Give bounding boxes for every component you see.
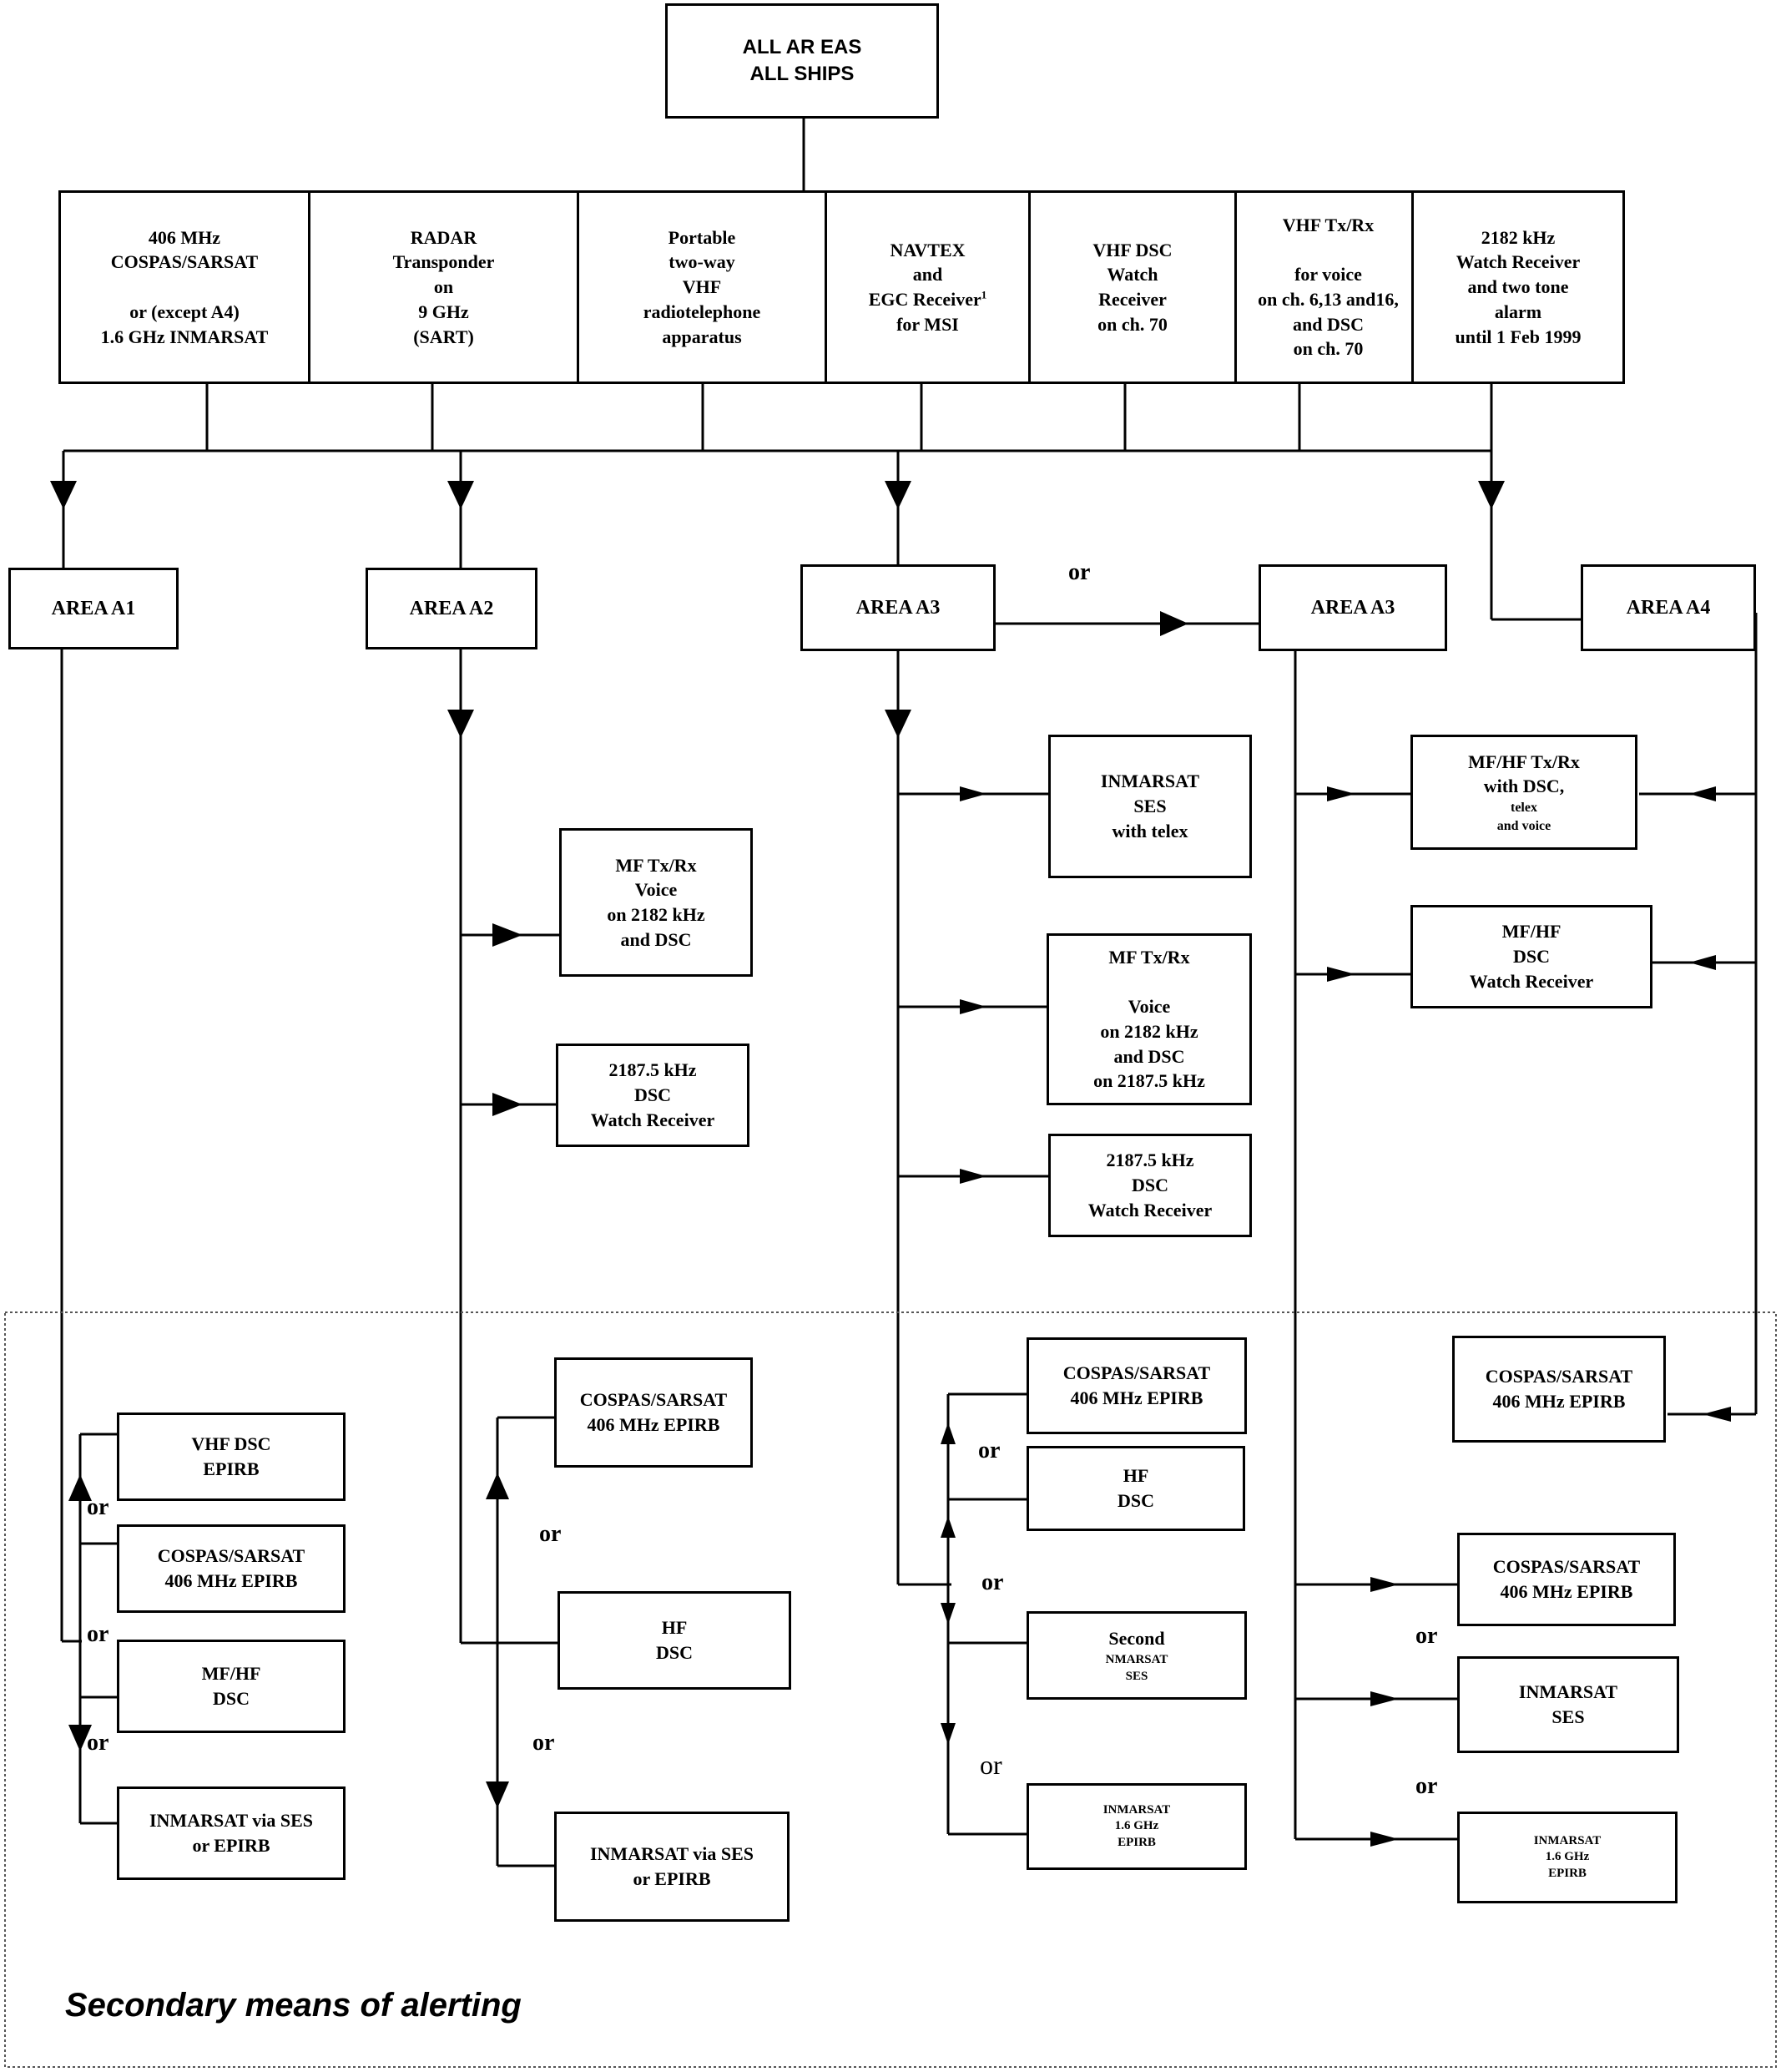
a3-inmarsat-ses-box: INMARSAT SES with telex bbox=[1048, 735, 1252, 878]
a3-sec-hf-dsc: HF DSC bbox=[1027, 1446, 1245, 1531]
a2-or-2: or bbox=[532, 1730, 555, 1756]
a3b-mfhf-txrx-box: MF/HF Tx/Rx with DSC,telex and voice bbox=[1410, 735, 1637, 850]
all-areas-all-ships-box: ALL AR EAS ALL SHIPS bbox=[665, 3, 939, 119]
equipment-406mhz: 406 MHz COSPAS/SARSAT or (except A4) 1.6… bbox=[58, 190, 310, 384]
a3b-sec-cospas-epirb: COSPAS/SARSAT 406 MHz EPIRB bbox=[1457, 1533, 1676, 1626]
footnote-marker: 1 bbox=[981, 288, 987, 301]
a2-2187-watch-box: 2187.5 kHz DSC Watch Receiver bbox=[556, 1044, 749, 1147]
a2-sec-hf-dsc: HF DSC bbox=[558, 1591, 791, 1690]
equipment-navtex-egc: NAVTEX and EGC Receiver1 for MSI bbox=[825, 190, 1031, 384]
a1-or-2: or bbox=[87, 1621, 109, 1647]
top-line-2: ALL SHIPS bbox=[749, 63, 855, 85]
a2-sec-cospas-epirb: COSPAS/SARSAT 406 MHz EPIRB bbox=[554, 1357, 753, 1468]
equipment-2182khz-watch: 2182 kHz Watch Receiver and two tone ala… bbox=[1411, 190, 1625, 384]
a1-sec-vhf-dsc-epirb: VHF DSC EPIRB bbox=[117, 1412, 346, 1501]
a3-or-2: or bbox=[981, 1569, 1004, 1595]
equipment-portable-vhf: Portable two-way VHF radiotelephone appa… bbox=[577, 190, 827, 384]
a1-sec-inmarsat: INMARSAT via SES or EPIRB bbox=[117, 1786, 346, 1880]
a3b-mfhf-dsc-watch-box: MF/HF DSC Watch Receiver bbox=[1410, 905, 1652, 1008]
area-a4-box: AREA A4 bbox=[1581, 564, 1756, 651]
a3b-sec-inmarsat-ses: INMARSAT SES bbox=[1457, 1656, 1679, 1753]
equipment-vhf-dsc-watch: VHF DSC Watch Receiver on ch. 70 bbox=[1028, 190, 1237, 384]
area-a1-box: AREA A1 bbox=[8, 568, 179, 649]
a3-or-1: or bbox=[978, 1438, 1001, 1463]
a1-or-3: or bbox=[87, 1730, 109, 1756]
top-line-1: ALL AR EAS bbox=[742, 35, 862, 58]
a3b-or-1: or bbox=[1415, 1623, 1438, 1649]
a2-mf-txrx-box: MF Tx/Rx Voice on 2182 kHz and DSC bbox=[559, 828, 753, 977]
equipment-row: 406 MHz COSPAS/SARSAT or (except A4) 1.6… bbox=[58, 190, 1781, 384]
or-between-a3: or bbox=[1068, 559, 1091, 585]
area-a3-alt-box: AREA A3 bbox=[1259, 564, 1447, 651]
a3-sec-inmarsat-epirb: INMARSAT 1.6 GHz EPIRB bbox=[1027, 1783, 1247, 1870]
a3-2187-watch-box: 2187.5 kHz DSC Watch Receiver bbox=[1048, 1134, 1252, 1237]
a3-or-3: or bbox=[980, 1750, 1002, 1780]
a3b-sec-inmarsat-epirb: INMARSAT 1.6 GHz EPIRB bbox=[1457, 1812, 1678, 1903]
a3-mf-txrx-box: MF Tx/Rx Voice on 2182 kHz and DSC on 21… bbox=[1047, 933, 1252, 1105]
equipment-radar-sart: RADAR Transponder on 9 GHz (SART) bbox=[308, 190, 579, 384]
a2-or-1: or bbox=[539, 1521, 562, 1547]
a2-sec-inmarsat: INMARSAT via SES or EPIRB bbox=[554, 1812, 790, 1922]
area-a2-box: AREA A2 bbox=[366, 568, 537, 649]
a1-sec-cospas-epirb: COSPAS/SARSAT 406 MHz EPIRB bbox=[117, 1524, 346, 1613]
area-a3-box: AREA A3 bbox=[800, 564, 996, 651]
secondary-means-label: Secondary means of alerting bbox=[65, 1987, 522, 2024]
a3b-or-2: or bbox=[1415, 1773, 1438, 1799]
a3-sec-cospas-epirb: COSPAS/SARSAT 406 MHz EPIRB bbox=[1027, 1337, 1247, 1434]
a1-sec-mfhf-dsc: MF/HF DSC bbox=[117, 1640, 346, 1733]
equipment-vhf-txrx: VHF Tx/Rx for voice on ch. 6,13 and16, a… bbox=[1234, 190, 1422, 384]
a4-sec-cospas-epirb: COSPAS/SARSAT 406 MHz EPIRB bbox=[1452, 1336, 1666, 1443]
a1-or-1: or bbox=[87, 1494, 109, 1520]
